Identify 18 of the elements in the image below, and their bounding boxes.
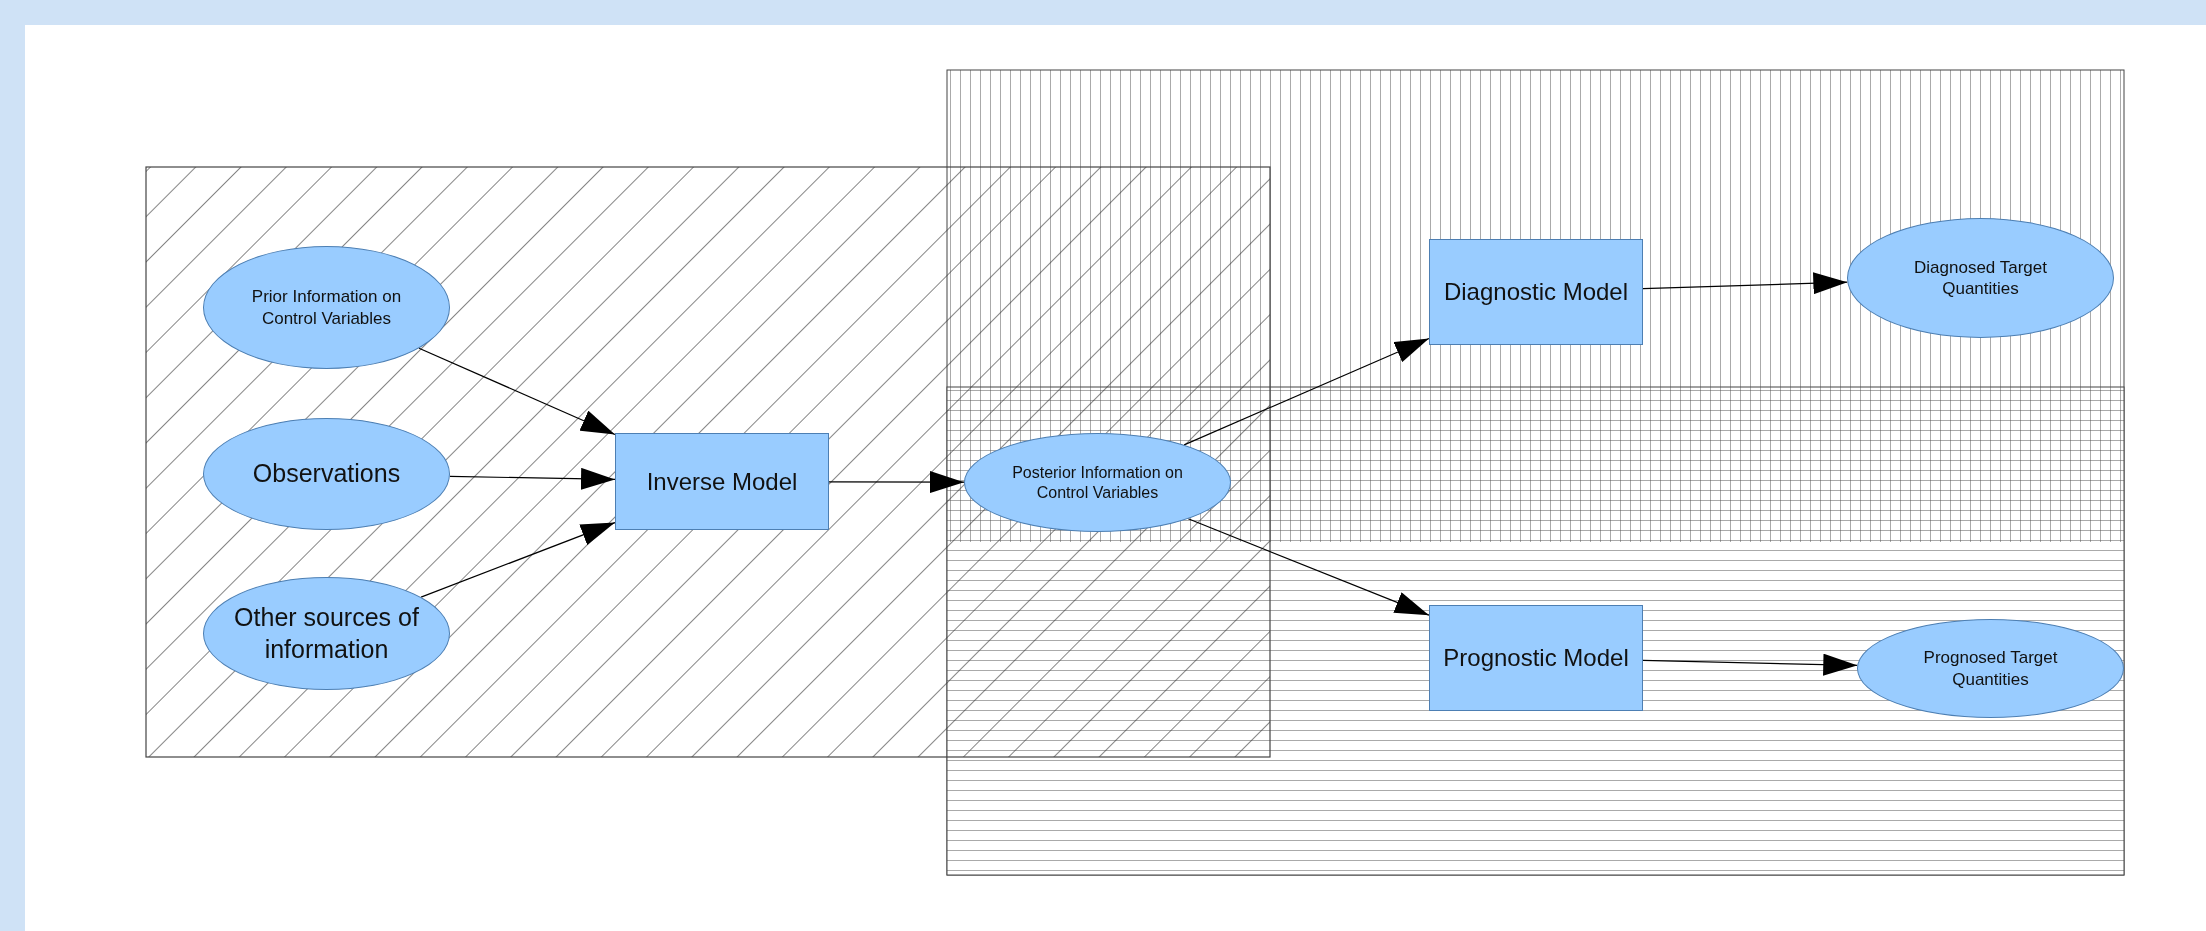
node-label: Other sources of information (233, 602, 420, 665)
arrow (449, 467, 616, 490)
node-label: Diagnosed Target Quantities (1913, 256, 2048, 300)
arrow (1183, 337, 1430, 446)
arrow (1187, 518, 1430, 616)
process-box (1429, 605, 1643, 711)
node-label: Diagnostic Model (1443, 277, 1629, 307)
node-label: Prognostic Model (1443, 643, 1629, 673)
process-box (615, 433, 829, 530)
arrow (418, 347, 616, 436)
arrow (1642, 653, 1858, 676)
node-label: Prognosed Target Quantities (1922, 647, 2059, 690)
process-box (1429, 239, 1643, 345)
node-label: Inverse Model (646, 466, 798, 497)
arrow (1642, 272, 1848, 295)
node-label: Observations (252, 458, 401, 490)
node-label: Posterior Information on Control Variables (1011, 462, 1184, 503)
node-label: Prior Information on Control Variables (250, 286, 403, 329)
